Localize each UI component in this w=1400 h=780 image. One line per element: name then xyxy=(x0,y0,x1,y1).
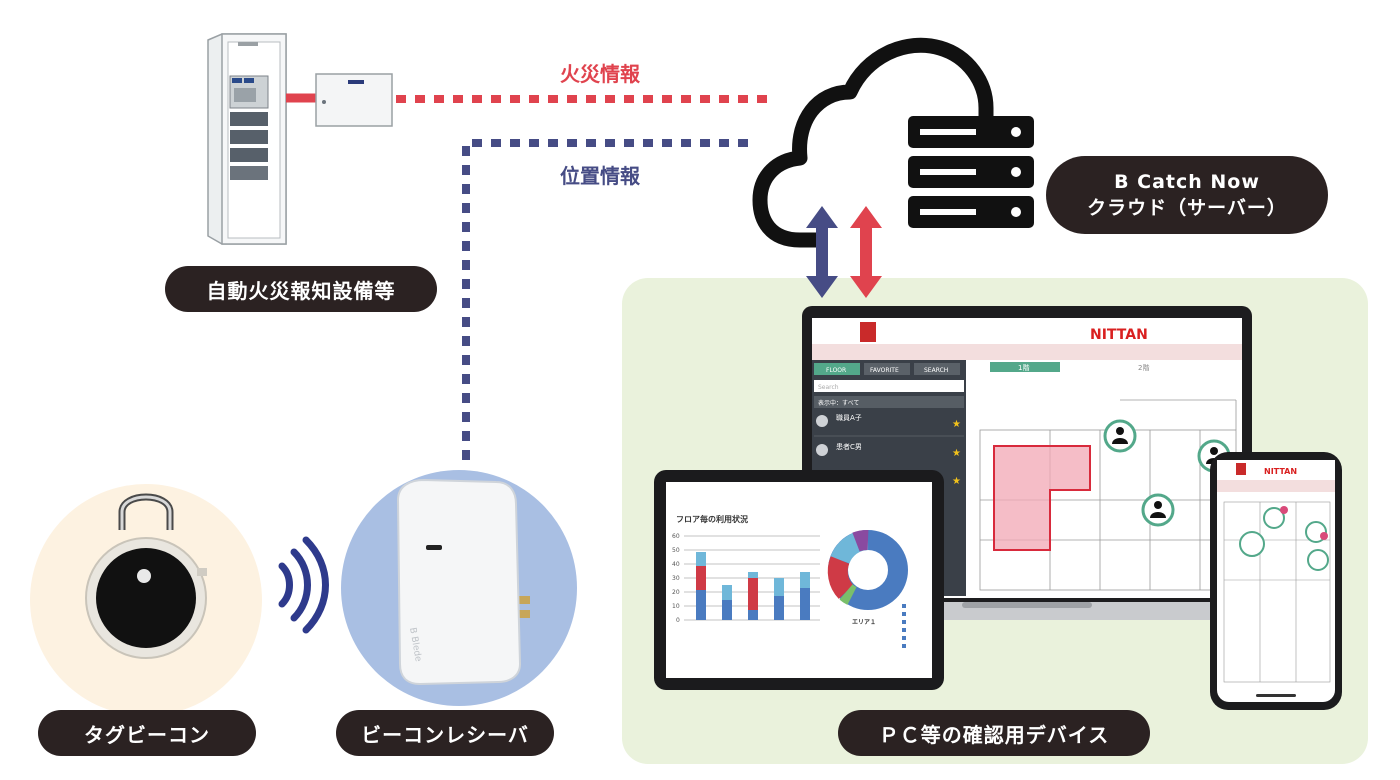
tag-beacon-label: タグビーコン xyxy=(38,710,256,756)
svg-text:Search: Search xyxy=(818,384,839,391)
tablet-device-icon: フロア毎の利用状況 60 50 40 30 20 10 0 xyxy=(654,470,944,690)
tag-beacon-device-icon xyxy=(85,493,207,659)
svg-text:0: 0 xyxy=(676,617,680,624)
beacon-receiver-label: ビーコンレシーバ xyxy=(336,710,554,756)
fire-alarm-equipment-text: 自動火災報知設備等 xyxy=(206,278,396,303)
svg-text:SEARCH: SEARCH xyxy=(924,367,948,374)
cloud-icon xyxy=(752,37,994,248)
svg-text:NITTAN: NITTAN xyxy=(1090,327,1148,343)
devices-text: ＰＣ等の確認用デバイス xyxy=(878,722,1110,747)
position-sync-arrow-icon xyxy=(806,206,838,298)
svg-text:2階: 2階 xyxy=(1138,363,1149,372)
smartphone-device-icon: NITTAN xyxy=(1210,452,1342,710)
svg-text:50: 50 xyxy=(672,547,680,554)
svg-text:NITTAN: NITTAN xyxy=(1264,467,1297,476)
wireless-signal-icon xyxy=(278,536,329,634)
svg-text:エリア１: エリア１ xyxy=(852,618,876,626)
fire-alarm-equipment-label: 自動火災報知設備等 xyxy=(165,266,437,312)
server-icon xyxy=(908,116,1034,228)
svg-text:職員A子: 職員A子 xyxy=(836,413,862,422)
svg-text:20: 20 xyxy=(672,589,680,596)
svg-text:★: ★ xyxy=(952,448,961,459)
tag-beacon-text: タグビーコン xyxy=(84,722,210,747)
transmitter-box-icon xyxy=(315,73,393,127)
cloud-server-subtitle: クラウド（サーバー） xyxy=(1087,197,1287,219)
fire-info-label: 火災情報 xyxy=(560,62,640,86)
svg-text:30: 30 xyxy=(672,575,680,582)
svg-text:40: 40 xyxy=(672,561,680,568)
fire-alarm-cabinet-icon xyxy=(207,33,287,245)
cloud-server-label: B Catch Now クラウド（サーバー） xyxy=(1046,156,1328,234)
svg-text:1階: 1階 xyxy=(1018,363,1029,372)
svg-text:FLOOR: FLOOR xyxy=(826,367,846,374)
beacon-receiver-text: ビーコンレシーバ xyxy=(361,722,529,747)
cloud-service-name: B Catch Now xyxy=(1114,171,1260,193)
svg-text:患者C男: 患者C男 xyxy=(836,442,862,451)
svg-text:★: ★ xyxy=(952,476,961,487)
svg-text:FAVORITE: FAVORITE xyxy=(870,367,899,374)
svg-text:10: 10 xyxy=(672,603,680,610)
svg-text:★: ★ xyxy=(952,419,961,430)
position-info-line xyxy=(462,139,756,460)
svg-text:表示中：すべて: 表示中：すべて xyxy=(818,399,859,407)
svg-text:60: 60 xyxy=(672,533,680,540)
devices-label: ＰＣ等の確認用デバイス xyxy=(838,710,1150,756)
svg-text:フロア毎の利用状況: フロア毎の利用状況 xyxy=(676,514,748,524)
position-info-label: 位置情報 xyxy=(560,164,640,188)
fire-sync-arrow-icon xyxy=(850,206,882,298)
beacon-receiver-device-icon: B Blede xyxy=(396,478,530,686)
